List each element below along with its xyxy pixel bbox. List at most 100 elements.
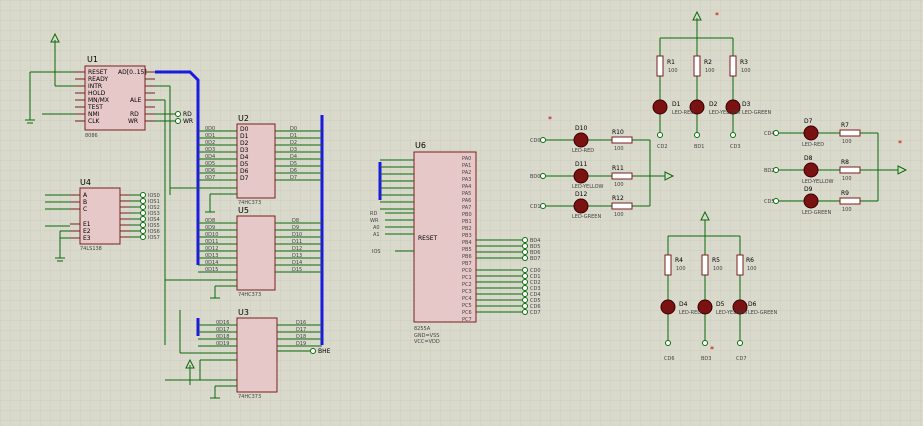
wr-terminal[interactable] [175,118,181,124]
u4-ref: U4 [80,178,91,187]
light-group-south[interactable]: * R4 R5 R6 100 100 100 D4 D5 D6 LED-RED … [660,210,777,362]
bhe-terminal[interactable] [310,348,316,354]
svg-text:D9: D9 [804,186,813,193]
svg-text:D8: D8 [804,155,813,162]
resistor-r4 [664,254,672,276]
u2-wiring [170,130,322,213]
light-group-north[interactable]: * R1 R2 R3 100 100 100 D1 D2 D3 LED-RED … [652,10,771,150]
svg-text:R6: R6 [746,257,754,264]
light-group-west[interactable]: CD0 BD0 CD1 D10 D11 D12 LED-RED LED-YELL… [530,125,675,220]
rd-net-label: RD [183,111,192,118]
resistor-r10 [611,136,633,144]
u5-input-labels: 0D8 0D9 0D10 0D11 0D12 0D13 0D14 0D15 [205,218,218,273]
svg-text:IOS6: IOS6 [148,229,160,235]
svg-text:PC2: PC2 [462,282,472,288]
svg-text:D18: D18 [296,334,306,340]
svg-text:PB3: PB3 [462,233,472,239]
svg-text:CD3: CD3 [530,286,541,292]
svg-text:100: 100 [842,139,852,145]
resistor-r2 [693,55,701,77]
svg-text:D3: D3 [742,101,751,108]
svg-text:100: 100 [713,266,723,272]
svg-text:D12: D12 [575,191,587,198]
svg-text:0D3: 0D3 [205,147,215,153]
svg-text:100: 100 [676,266,686,272]
svg-text:BD2: BD2 [764,168,774,174]
wr-net-label: WR [183,118,193,125]
svg-text:R2: R2 [704,59,712,66]
svg-text:PA3: PA3 [462,177,471,183]
u1-ale-label: ALE [130,97,141,104]
svg-text:D8: D8 [292,218,299,224]
svg-text:CD4: CD4 [764,131,775,137]
svg-text:D2: D2 [709,101,718,108]
chip-u3[interactable]: U3 74HC373 [236,308,278,400]
svg-text:D11: D11 [292,239,302,245]
svg-text:IOS7: IOS7 [148,235,160,241]
svg-text:0D7: 0D7 [205,175,215,181]
svg-text:CD0: CD0 [530,268,541,274]
resistor-r3 [729,55,737,77]
svg-text:IOS5: IOS5 [148,223,160,229]
svg-text:D5: D5 [290,161,297,167]
svg-text:CD1: CD1 [530,274,541,280]
resistor-r8 [839,166,861,174]
chip-u5[interactable]: U5 74HC373 [236,206,276,298]
chip-u6[interactable]: U6 8255A GND=VSS VCC=VDD RESET [413,141,477,345]
svg-text:D6: D6 [748,301,757,308]
led-d6 [732,299,748,315]
u4-wiring [45,194,70,262]
u1-pin-mnmx: MN/MX [88,97,109,104]
svg-text:R4: R4 [675,257,683,264]
resistor-r9 [839,197,861,205]
u6-pb-labels: PB0 PB1 PB2 PB3 PB4 PB5 PB6 PB7 [462,212,472,267]
svg-text:0D8: 0D8 [205,218,215,224]
svg-text:100: 100 [842,176,852,182]
resistor-r1 [656,55,664,77]
u2-in-3: D3 [240,147,249,154]
svg-text:D9: D9 [292,225,299,231]
svg-text:D11: D11 [575,161,587,168]
light-group-east[interactable]: * CD4 BD2 CD5 D7 D8 D9 LED-RED LED-YELLO… [764,118,908,216]
svg-text:CD0: CD0 [530,138,541,144]
svg-text:CD6: CD6 [664,356,675,362]
svg-text:LED-GREEN: LED-GREEN [742,110,771,116]
svg-text:D17: D17 [296,327,306,333]
chip-u1[interactable]: U1 8086 RESET READY INTR HOLD MN/MX TEST… [75,55,155,139]
svg-text:R10: R10 [612,129,624,136]
u6-ref: U6 [415,141,426,150]
u2-in-0: D0 [240,126,249,133]
svg-text:D12: D12 [292,246,302,252]
u4-part: 74LS138 [80,246,102,252]
u6-bd-terminals: BD4 BD5 BD6 BD7 [522,237,540,262]
rd-terminal[interactable] [175,111,181,117]
svg-text:R11: R11 [612,165,624,172]
svg-text:D4: D4 [290,154,297,160]
u2-in-4: D4 [240,154,249,161]
svg-text:D5: D5 [716,301,725,308]
svg-text:A1: A1 [373,232,380,238]
u6-power-gnd: GND=VSS [414,333,439,339]
svg-text:100: 100 [668,68,678,74]
svg-text:0D6: 0D6 [205,168,215,174]
chip-u4[interactable]: U4 74LS138 A B C E1 E2 E3 [70,178,130,252]
svg-text:0D15: 0D15 [205,267,218,273]
svg-text:*: * [715,11,719,20]
u5-ref: U5 [238,206,249,215]
u3-part: 74HC373 [238,394,261,400]
svg-text:D0: D0 [290,126,297,132]
svg-text:0D19: 0D19 [216,341,229,347]
svg-text:100: 100 [741,68,751,74]
u2-in-7: D7 [240,175,249,182]
svg-text:BD4: BD4 [530,238,540,244]
u4-pin-e2: E2 [83,228,91,235]
svg-text:CD5: CD5 [530,298,541,304]
u2-input-labels: 0D0 0D1 0D2 0D3 0D4 0D5 0D6 0D7 [205,126,215,181]
svg-text:D3: D3 [290,147,297,153]
u4-output-terminals [130,192,146,240]
chip-u2[interactable]: U2 74HC373 D0 D1 D2 D3 D4 D5 D6 D7 [236,114,276,206]
u4-pin-c: C [83,206,87,213]
u5-output-labels: D8 D9 D10 D11 D12 D13 D14 D15 [292,218,302,273]
svg-text:BD3: BD3 [701,356,711,362]
